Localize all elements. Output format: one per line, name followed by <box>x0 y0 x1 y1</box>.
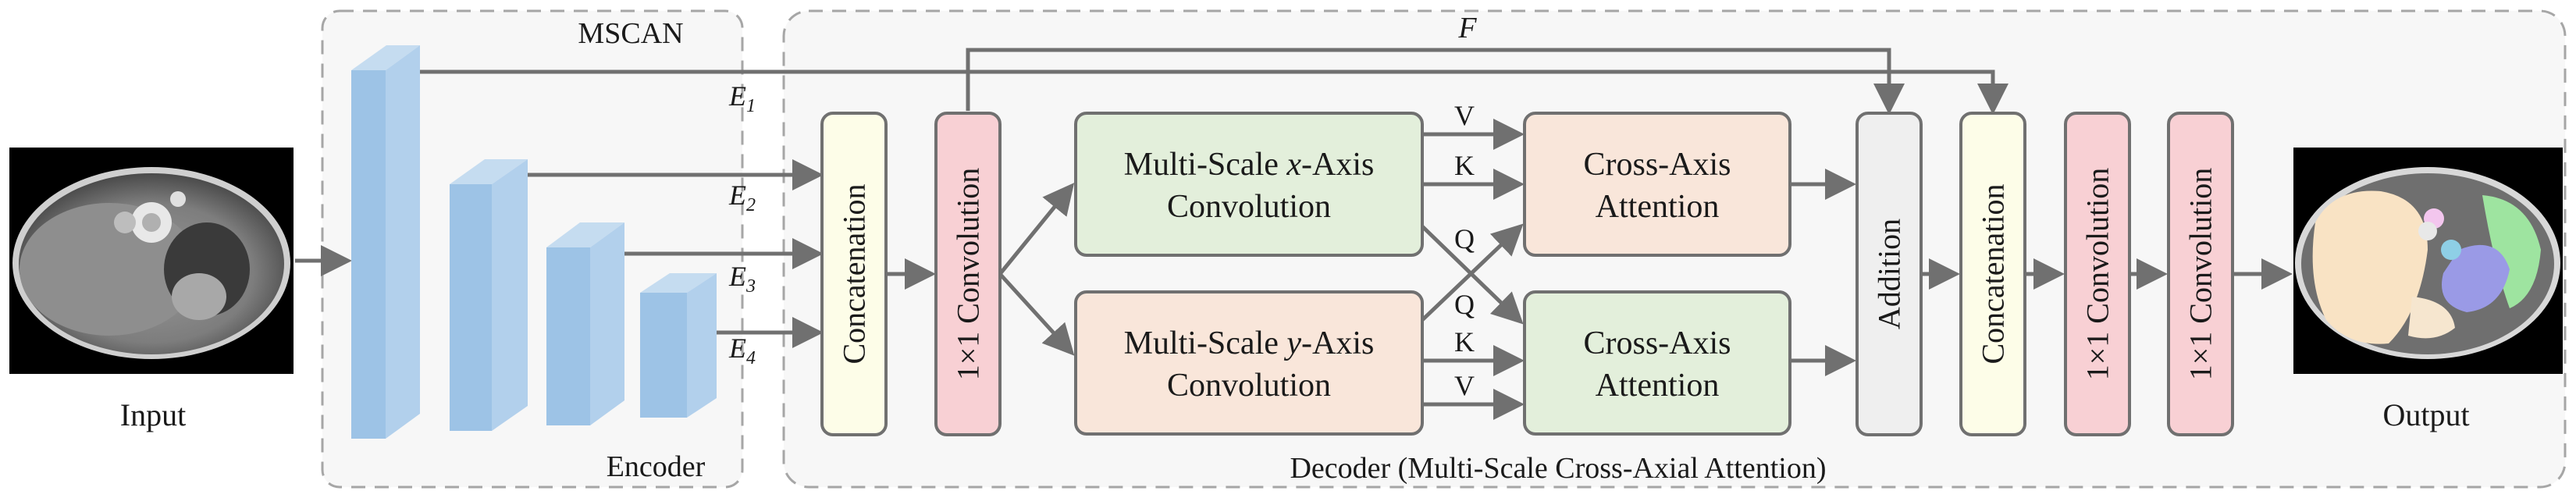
encoder-stage-1 <box>351 45 420 439</box>
f-skip-connection <box>966 48 1905 115</box>
bottom-q-cross-arrow <box>1421 223 1524 322</box>
cross-axis-attention-top <box>1523 112 1791 257</box>
cross-axis-attention-top-label-2: Attention <box>1596 189 1720 225</box>
multiscale-y-conv-block <box>1074 290 1424 436</box>
multiscale-y-conv-label: Multi-Scale y-Axis <box>1124 325 1375 361</box>
branch-arrow-y <box>998 272 1075 356</box>
cross-axis-attention-bottom-label: Cross-Axis <box>1583 325 1731 361</box>
decoder-caption: Decoder (Multi-Scale Cross-Axial Attenti… <box>1290 452 1826 485</box>
feature-label-e1: E1 <box>728 80 756 116</box>
multiscale-x-conv-block <box>1074 112 1424 257</box>
multiscale-x-conv-label-2: Convolution <box>1167 189 1331 225</box>
top-q-label: Q <box>1454 223 1475 254</box>
output-segmentation-image <box>2293 148 2563 374</box>
bottom-q-label: Q <box>1454 289 1475 320</box>
multiscale-x-conv-label: Multi-Scale x-Axis <box>1124 147 1375 183</box>
input-ct-image <box>9 148 294 374</box>
conv1x1-label-b: 1×1 Convolution <box>2183 168 2218 381</box>
bottom-v-label: V <box>1454 370 1475 401</box>
top-v-label: V <box>1454 100 1475 131</box>
feature-label-e2: E2 <box>728 180 756 215</box>
mscan-title: MSCAN <box>578 17 683 50</box>
multiscale-y-conv-label-2: Convolution <box>1167 368 1331 404</box>
encoder-stage-2 <box>450 159 528 431</box>
conv1x1-label-a: 1×1 Convolution <box>2080 168 2115 381</box>
encoder-stage-4 <box>640 273 717 418</box>
feature-label-e3: E3 <box>728 261 756 297</box>
f-label: F <box>1457 12 1477 44</box>
encoder-caption: Encoder <box>607 450 706 483</box>
feature-label-e4: E4 <box>728 333 756 368</box>
top-k-label: K <box>1454 150 1475 181</box>
output-caption: Output <box>2382 397 2469 432</box>
encoder-group-frame <box>321 9 744 489</box>
branch-arrow-x <box>998 183 1075 276</box>
input-caption: Input <box>120 397 186 432</box>
concatenation-label-1: Concatenation <box>837 183 872 364</box>
cross-axis-attention-top-label: Cross-Axis <box>1583 147 1731 183</box>
cross-axis-attention-bottom-label-2: Attention <box>1596 368 1720 404</box>
encoder-stage-3 <box>546 222 624 425</box>
concatenation-label-2: Concatenation <box>1976 183 2011 364</box>
bottom-k-label: K <box>1454 326 1475 357</box>
e1-skip-connection <box>420 69 2008 115</box>
conv1x1-label: 1×1 Convolution <box>951 168 986 381</box>
addition-label: Addition <box>1872 219 1907 329</box>
cross-axis-attention-bottom <box>1523 290 1791 436</box>
